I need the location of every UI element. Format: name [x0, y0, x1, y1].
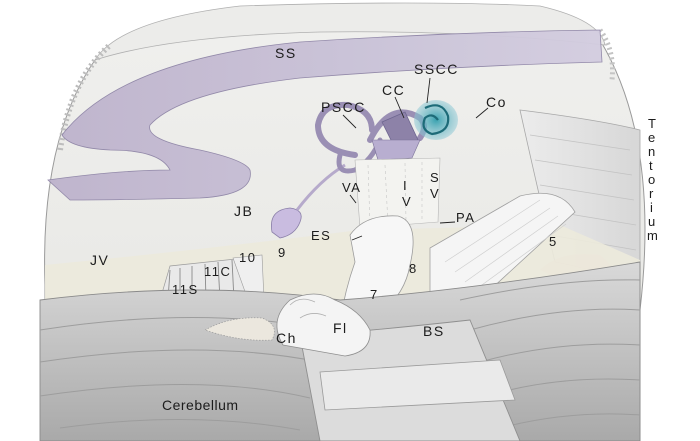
- label-11s: 11S: [172, 282, 199, 297]
- label-jb: JB: [234, 203, 253, 219]
- label-pscc: PSCC: [321, 99, 366, 115]
- label-sscc: SSCC: [414, 61, 459, 77]
- brainstem: [276, 293, 521, 441]
- leader-lines: [342, 77, 489, 241]
- label-fl: Fl: [333, 320, 348, 336]
- sigmoid-sinus: [47, 29, 603, 201]
- label-bs: BS: [423, 323, 445, 339]
- choroid-plexus: [204, 317, 275, 341]
- label-10: 10: [239, 250, 256, 265]
- label-cerebellum: Cerebellum: [162, 397, 239, 413]
- label-tentorium: T e n t o r i u m: [647, 116, 659, 243]
- lower-cranial-nerves: [159, 254, 265, 301]
- label-co: Co: [486, 94, 507, 110]
- cochlea: [414, 100, 458, 140]
- label-jv: JV: [90, 252, 109, 268]
- label-va: VA: [342, 180, 361, 195]
- label-cc: CC: [382, 82, 405, 98]
- label-ss: SS: [275, 45, 297, 61]
- label-11c: 11C: [204, 264, 231, 279]
- label-7: 7: [370, 287, 379, 302]
- label-ch: Ch: [276, 330, 297, 346]
- label-8: 8: [409, 261, 418, 276]
- label-5: 5: [549, 234, 558, 249]
- label-es: ES: [311, 228, 331, 243]
- label-9: 9: [278, 245, 287, 260]
- label-pa: PA: [456, 210, 475, 225]
